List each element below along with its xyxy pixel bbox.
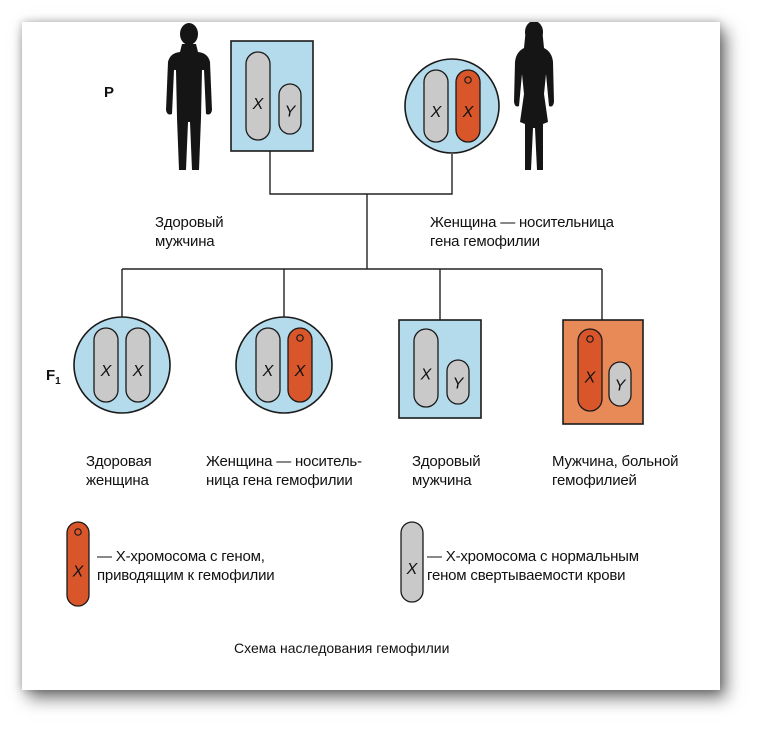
x-chromosome: X bbox=[245, 51, 271, 141]
x-chromosome-normal: X bbox=[255, 327, 281, 403]
y-chromosome: Y bbox=[278, 83, 302, 135]
chromosome-letter: X bbox=[294, 363, 307, 380]
diagram-caption: Схема наследования гемофилии bbox=[234, 640, 450, 656]
male-figure-icon bbox=[166, 23, 212, 170]
generation-f1-label: F1 bbox=[46, 367, 61, 387]
x-chromosome-affected: X bbox=[577, 328, 603, 412]
legend-affected-text: — X-хромосома с геном, приводящим к гемо… bbox=[97, 548, 275, 584]
pedigree-lines bbox=[121, 148, 603, 320]
chromosome-letter: X bbox=[132, 363, 145, 380]
legend-affected-chromosome: X bbox=[66, 521, 90, 607]
gene-marker-icon bbox=[74, 528, 82, 536]
offspring-label-1: Здоровая женщина bbox=[86, 453, 152, 489]
x-chromosome: X bbox=[125, 327, 151, 403]
chromosome-letter: X bbox=[406, 561, 419, 578]
chromosome-letter: Y bbox=[453, 376, 465, 393]
generation-p-label: P bbox=[104, 84, 115, 101]
x-chromosome: X bbox=[413, 328, 439, 408]
chromosome-letter: X bbox=[100, 363, 113, 380]
chromosome-letter: X bbox=[462, 104, 475, 121]
y-chromosome: Y bbox=[446, 359, 470, 405]
chromosome-letter: X bbox=[420, 367, 433, 384]
chromosome-letter: X bbox=[584, 369, 597, 386]
offspring-healthy-male-cell: XY bbox=[398, 319, 482, 419]
chromosome-letter: X bbox=[72, 564, 85, 581]
gene-marker-icon bbox=[296, 334, 304, 342]
gene-marker-icon bbox=[586, 335, 594, 343]
x-chromosome-normal: X bbox=[423, 69, 449, 143]
chromosome-letter: X bbox=[430, 104, 443, 121]
parents-connector bbox=[269, 148, 453, 195]
offspring-label-3: Здоровый мужчина bbox=[412, 453, 481, 489]
chromosome-letter: X bbox=[262, 363, 275, 380]
legend-normal-chromosome: X bbox=[400, 521, 424, 603]
parent-female-label: Женщина — носительница гена гемофилии bbox=[430, 214, 614, 250]
x-chromosome: X bbox=[93, 327, 119, 403]
gene-marker-icon bbox=[464, 76, 472, 84]
chromosome-letter: Y bbox=[615, 378, 627, 395]
parent-male-label: Здоровый мужчина bbox=[155, 214, 224, 250]
offspring-label-4: Мужчина, больной гемофилией bbox=[552, 453, 679, 489]
legend-normal-text: — X-хромосома с нормальным геном свертыв… bbox=[427, 548, 639, 584]
x-chromosome-affected: X bbox=[455, 69, 481, 143]
offspring-label-2: Женщина — носитель- ница гена гемофилии bbox=[206, 453, 362, 489]
x-chromosome-affected: X bbox=[287, 327, 313, 403]
female-figure-icon bbox=[514, 22, 554, 170]
y-chromosome: Y bbox=[608, 361, 632, 407]
chromosome-letter: X bbox=[252, 96, 265, 113]
chromosome-letter: Y bbox=[285, 104, 297, 121]
